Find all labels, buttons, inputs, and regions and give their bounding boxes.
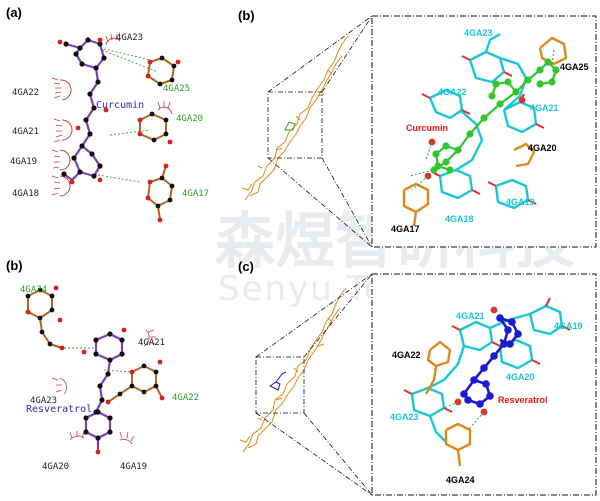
panel-label-b-bottom: (b)	[6, 258, 23, 273]
ligand-label-curcumin: Curcumin	[96, 100, 144, 111]
polysaccharide-chain-b	[241, 35, 349, 201]
residue-label: 4GA23	[30, 396, 57, 406]
residue-label-3d: 4GA19	[506, 197, 535, 207]
residue-label: 4GA22	[12, 88, 39, 98]
ligand-label-resveratrol: Resveratrol	[26, 404, 92, 415]
hydrophobic-contacts-b2	[51, 329, 156, 445]
ligand-label-3d: Resveratrol	[498, 395, 548, 405]
projection-lines	[255, 273, 373, 496]
hydrophobic-arc	[59, 79, 72, 101]
projection-lines	[267, 15, 373, 248]
panel-label-b-top: (b)	[238, 8, 255, 23]
hbonds-b	[409, 49, 555, 191]
residue-label-3d: 4GA23	[390, 412, 419, 422]
residue-label-hbond: 4GA25	[163, 84, 190, 94]
sugar-bonds-a	[139, 57, 175, 221]
residue-label: 4GA23	[116, 33, 143, 43]
residue-label-3d: 4GA18	[445, 214, 474, 224]
panel-a-2d-interaction: (a)	[6, 5, 209, 223]
atoms-b2	[25, 285, 165, 455]
residue-label: 4GA21	[138, 338, 165, 348]
ligand-small-b	[284, 121, 296, 131]
residue-label: 4GA18	[12, 189, 39, 199]
residue-label-3d: 4GA21	[530, 103, 559, 113]
residue-label: 4GA19	[120, 462, 147, 472]
hydrophobic-arc	[61, 119, 73, 141]
panel-b-3d-binding: (b)	[238, 8, 597, 248]
residue-label-3d: 4GA21	[456, 311, 485, 321]
orange-residues-b	[402, 36, 568, 227]
panel-c-3d-binding: (c)	[238, 259, 597, 496]
oxygen-sticks-c	[403, 297, 571, 413]
curcumin-3d-atoms	[430, 58, 560, 174]
panel-label-a: (a)	[6, 5, 22, 20]
hydrophobic-ticks-a	[51, 33, 171, 196]
residue-label-3d: 4GA22	[438, 87, 467, 97]
hbonds-a	[97, 47, 159, 183]
residue-label-3d: 4GA19	[554, 321, 583, 331]
residue-label-3d: 4GA17	[391, 224, 420, 234]
resveratrol-bonds	[84, 332, 124, 452]
residue-label-3d: 4GA22	[392, 350, 421, 360]
hydrophobic-arc	[59, 149, 71, 171]
panel-b-resveratrol-2d: (b)	[6, 258, 199, 472]
residue-label: 4GA19	[10, 157, 37, 167]
residue-label-3d: 4GA24	[446, 475, 475, 485]
orange-residues-c	[424, 340, 472, 467]
hydrophobic-contacts-a	[59, 37, 173, 197]
hydrophobic-arc	[157, 106, 173, 115]
residue-label: 4GA21	[12, 127, 39, 137]
ligand-small-c	[269, 371, 287, 391]
ligand-label-3d: Curcumin	[406, 123, 448, 133]
residue-label-hbond: 4GA17	[182, 189, 209, 199]
atoms-a	[57, 37, 181, 223]
panel-label-c: (c)	[238, 259, 254, 274]
selection-box	[267, 91, 323, 159]
hydrophobic-arc	[59, 175, 71, 197]
resveratrol-3d-atoms	[460, 314, 522, 408]
hbonds-c	[443, 401, 485, 431]
selection-box	[255, 356, 305, 414]
residue-label-hbond: 4GA22	[172, 393, 199, 403]
residue-label: 4GA20	[42, 462, 69, 472]
polysaccharide-chain-c	[239, 287, 347, 453]
residue-label-3d: 4GA20	[528, 143, 557, 153]
residue-label-hbond: 4GA24	[20, 285, 47, 295]
residue-label-3d: 4GA23	[464, 28, 493, 38]
residue-label-hbond: 4GA20	[176, 114, 203, 124]
residue-label-3d: 4GA20	[506, 372, 535, 382]
residue-label-3d: 4GA25	[560, 62, 589, 72]
